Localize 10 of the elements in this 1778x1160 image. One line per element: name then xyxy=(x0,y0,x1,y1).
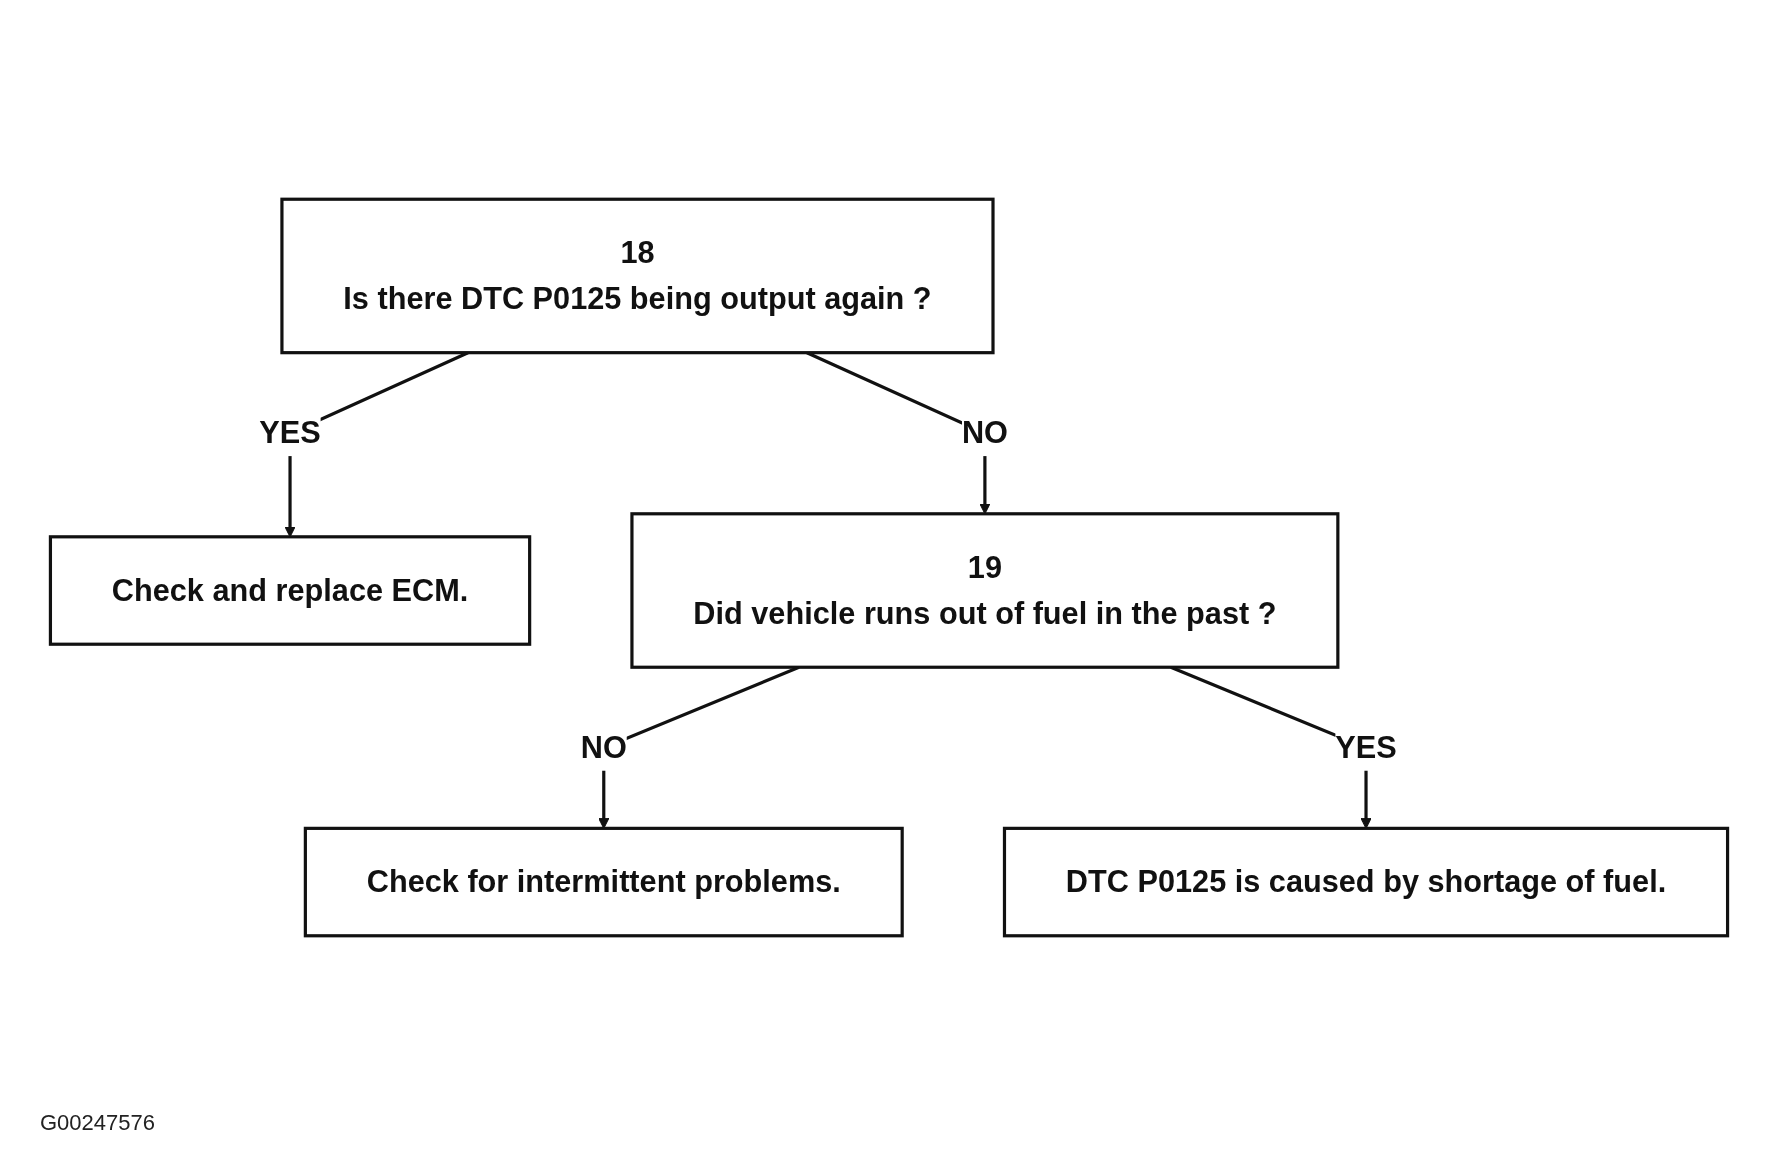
node-box: DTC P0125 is caused by shortage of fuel. xyxy=(1002,826,1730,937)
node-box: 19 Did vehicle runs out of fuel in the past ? xyxy=(630,511,1340,669)
edge-label: YES xyxy=(259,414,321,450)
figure-code: G00247576 xyxy=(40,1110,155,1136)
edge-label: NO xyxy=(961,414,1008,450)
node-box: Check and replace ECM. xyxy=(48,534,532,646)
edge-label: NO xyxy=(580,729,627,764)
edge-label: YES xyxy=(1335,729,1397,764)
node-box: 18 Is there DTC P0125 being output again ? xyxy=(280,197,995,354)
node-box: Check for intermittent problems. xyxy=(303,826,904,937)
